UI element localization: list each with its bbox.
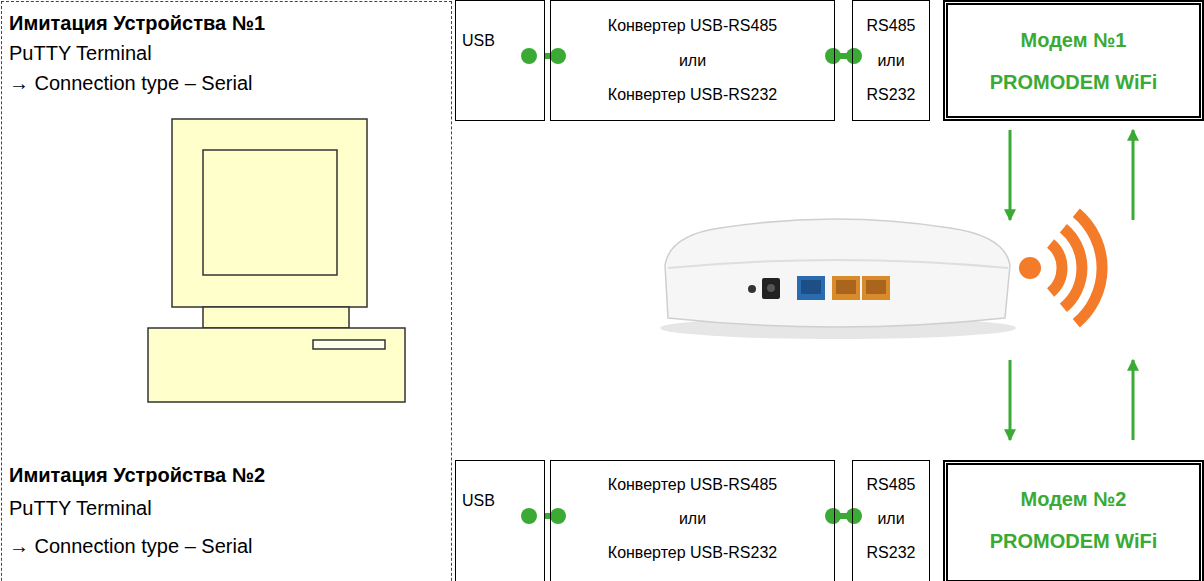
lan-port [832,276,860,300]
interface-label: Конвертер USB-RS232 [608,543,777,563]
interface-label: RS232 [867,543,916,563]
signal-arrow [1132,360,1135,440]
router-picture [660,219,1016,339]
wan-port-inner [801,280,821,294]
usb-port-box: USB [455,0,545,121]
connector-dot [825,508,841,524]
interface-label: RS485 [867,475,916,495]
router-body [665,219,1010,327]
interface-box: RS485 илиRS232 [852,0,930,121]
lan-port-inner [836,280,856,294]
lan-port-inner [866,280,886,294]
router-edge [668,260,1008,268]
connector-group [521,508,566,524]
connector-dot [550,48,566,64]
signal-arrow [1132,130,1135,220]
signal-arrow [1009,130,1012,220]
connector-dot [846,508,862,524]
wifi-symbol [1019,213,1102,323]
connector-dot [521,48,537,64]
signal-arrows [1010,130,1133,440]
connector-group [521,48,566,64]
interface-label: RS232 [867,85,916,105]
alternative-word: или [877,51,904,71]
alternative-word: или [679,509,706,529]
wifi-arc [1076,213,1102,323]
interface-label: Конвертер USB-RS485 [608,475,777,495]
usb-port-box: USB [455,460,545,581]
converter-box: Конвертер USB-RS485 илиКонвертер USB-RS23… [550,0,835,121]
connector-dot [825,48,841,64]
converter-box: Конвертер USB-RS485 илиКонвертер USB-RS23… [550,460,835,581]
connector-group [825,48,862,64]
connector-dot [550,508,566,524]
device-heading: Имитация Устройства №2 [9,463,265,487]
computer-icon [148,119,405,402]
router-button [748,285,756,293]
connector-group [825,508,862,524]
connector-dot [846,48,862,64]
modem-box: Модем №1 PROMODEM WiFi [943,0,1204,121]
modem-title: Модем №1 [1021,28,1127,52]
software-name: PuTTY Terminal [9,496,152,520]
system-unit [148,328,405,402]
interface-label: Конвертер USB-RS232 [608,85,777,105]
wifi-dot [1019,257,1041,279]
monitor [172,119,367,307]
modem-box: Модем №2 PROMODEM WiFi [943,460,1204,581]
monitor-stand [203,307,349,328]
drive-slot [313,340,385,349]
wan-port [797,276,825,300]
power-jack [762,278,780,299]
device-panel: Имитация Устройства №1 PuTTY Terminal → Co… [1,1,452,581]
device-heading: Имитация Устройства №1 [9,11,265,35]
signal-arrow [1009,360,1012,440]
port-label: USB [462,491,544,511]
alternative-word: или [877,509,904,529]
lan-port [862,276,890,300]
monitor-screen [203,150,337,275]
connector-dot [521,508,537,524]
wifi-arc [1051,244,1062,293]
modem-model: PROMODEM WiFi [990,70,1158,94]
interface-box: RS485 илиRS232 [852,460,930,581]
port-label: USB [462,31,544,51]
software-name: PuTTY Terminal [9,41,152,65]
modem-title: Модем №2 [1021,487,1127,511]
connection-note: → Connection type – Serial [9,71,252,95]
wifi-arc [1063,228,1082,308]
interface-label: RS485 [867,16,916,36]
power-jack-hole [767,284,775,292]
modem-model: PROMODEM WiFi [990,529,1158,553]
alternative-word: или [679,51,706,71]
connection-note: → Connection type – Serial [9,534,252,558]
interface-label: Конвертер USB-RS485 [608,16,777,36]
